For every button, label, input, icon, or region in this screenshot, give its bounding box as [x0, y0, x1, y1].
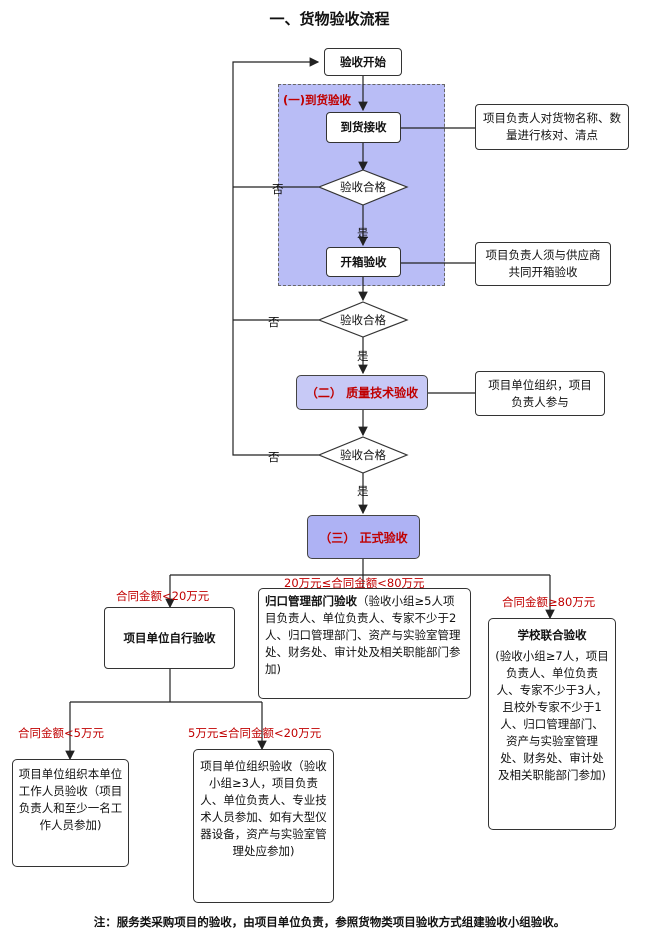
decision-diamond-3 [317, 436, 409, 474]
decision-label-3: 验收合格 [340, 448, 386, 462]
unbox-inspection-node: 开箱验收 [326, 247, 401, 277]
decision-label-1: 验收合格 [340, 180, 386, 194]
condition-20w-to-80w: 20万元≤合同金额<80万元 [284, 576, 425, 590]
page-title: 一、货物验收流程 [269, 10, 390, 28]
no-label-2: 否 [268, 315, 280, 329]
arrival-note: 项目负责人对货物名称、数量进行核对、清点 [475, 104, 629, 150]
joint-acceptance-text: (验收小组≥7人，项目负责人、单位负责人、专家不少于3人，且校外专家不少于1人、… [495, 649, 609, 782]
department-acceptance-box: 归口管理部门验收（验收小组≥5人项目负责人、单位负责人、专家不少于2人、归口管理… [258, 588, 471, 699]
formal-acceptance-node: （三） 正式验收 [307, 515, 420, 559]
quality-note: 项目单位组织，项目负责人参与 [475, 371, 605, 416]
condition-under-5w: 合同金额<5万元 [18, 726, 104, 740]
decision-diamond-1 [317, 169, 409, 206]
unbox-note: 项目负责人须与供应商共同开箱验收 [475, 242, 611, 286]
arrival-acceptance-group-label: (一)到货验收 [283, 93, 352, 107]
department-acceptance-text: （验收小组≥5人项目负责人、单位负责人、专家不少于2人、归口管理部门、资产与实验… [265, 594, 461, 676]
sub-acceptance-under-5w-box: 项目单位组织本单位工作人员验收（项目负责人和至少一名工作人员参加) [12, 759, 129, 867]
arrival-receive-node: 到货接收 [326, 112, 401, 143]
yes-label-2: 是 [357, 349, 369, 363]
decision-label-2: 验收合格 [340, 313, 386, 327]
yes-label-3: 是 [357, 484, 369, 498]
self-acceptance-box: 项目单位自行验收 [104, 607, 235, 669]
quality-technical-acceptance-node: （二） 质量技术验收 [296, 375, 428, 410]
joint-acceptance-title: 学校联合验收 [517, 628, 587, 642]
decision-diamond-2 [317, 301, 409, 338]
start-node: 验收开始 [324, 48, 402, 76]
condition-under-20w: 合同金额<20万元 [116, 589, 210, 603]
sub-acceptance-5w-20w-box: 项目单位组织验收（验收小组≥3人，项目负责人、单位负责人、专业技术人员参加、如有… [193, 749, 334, 903]
no-label-1: 否 [272, 182, 284, 196]
yes-label-1: 是 [357, 226, 369, 240]
footnote: 注：服务类采购项目的验收，由项目单位负责，参照货物类项目验收方式组建验收小组验收… [93, 915, 566, 929]
no-label-3: 否 [268, 450, 280, 464]
department-acceptance-title: 归口管理部门验收 [265, 594, 357, 608]
condition-5w-to-20w: 5万元≤合同金额<20万元 [188, 726, 322, 740]
joint-acceptance-box: 学校联合验收 (验收小组≥7人，项目负责人、单位负责人、专家不少于3人，且校外专… [488, 618, 616, 830]
condition-over-80w: 合同金额≥80万元 [502, 595, 596, 609]
